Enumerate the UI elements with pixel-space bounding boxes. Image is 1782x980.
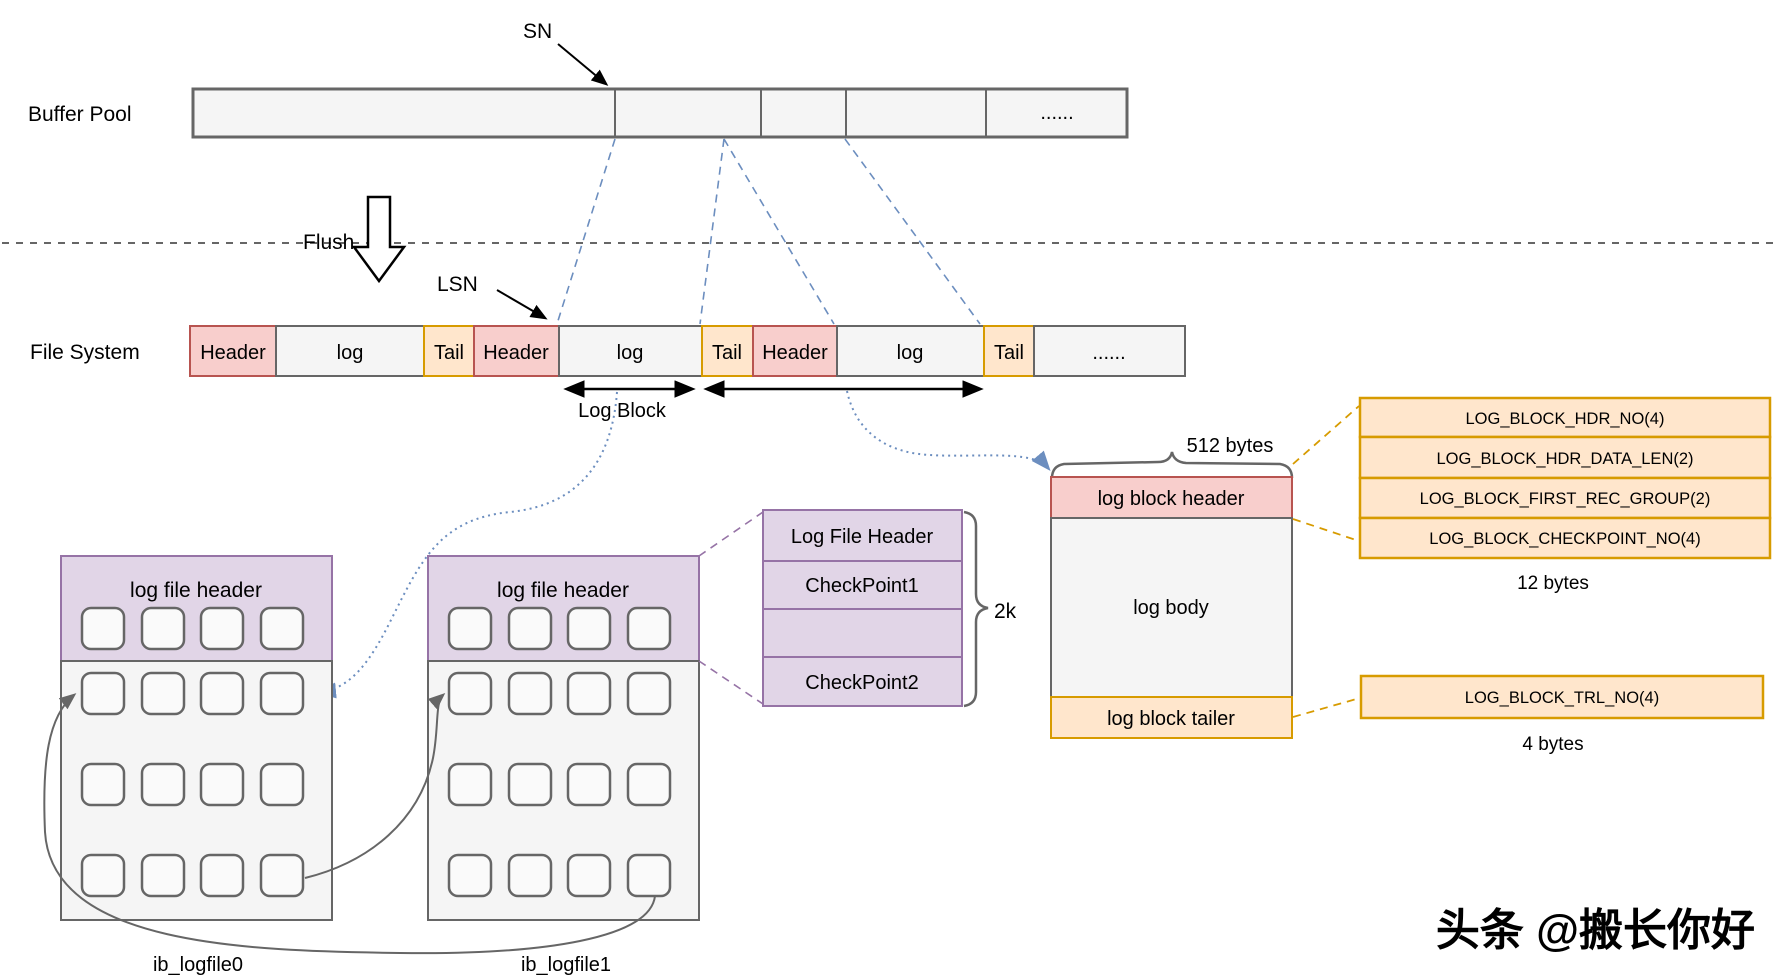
- logblock-to-blockstruct-link: [846, 390, 1051, 472]
- lsn: LSN: [437, 273, 548, 320]
- file-header-detail: Log File Header CheckPoint1 CheckPoint2 …: [762, 509, 1017, 708]
- block-header-field-rows: [1358, 396, 1772, 560]
- sn-arrow: [557, 43, 609, 86]
- fs-tail-cell: [423, 325, 475, 377]
- field-hdr-data-len: LOG_BLOCK_HDR_DATA_LEN(2): [1436, 450, 1693, 468]
- watermark-text: 头条 @搬长你好: [1436, 906, 1755, 955]
- logfile0-to-logfile1-arrow: [304, 693, 446, 879]
- fs-tail-cell: [701, 325, 754, 377]
- buffer-pool-bar: [191, 87, 1129, 139]
- log-file-1: log file header ib_logfile1: [427, 555, 700, 976]
- block-header-fields: LOG_BLOCK_HDR_NO(4) LOG_BLOCK_HDR_DATA_L…: [1358, 396, 1772, 594]
- fs-tail-text: Tail: [712, 342, 742, 364]
- fs-header-cell: [473, 325, 560, 377]
- logfile1-blocks: [447, 606, 672, 898]
- field-first-rec-grp: LOG_BLOCK_FIRST_REC_GROUP(2): [1420, 490, 1711, 508]
- fs-log-cell: [836, 325, 985, 377]
- fs-tail-cell: [983, 325, 1035, 377]
- header-fields-size: 12 bytes: [1517, 573, 1589, 594]
- field-links: [1292, 405, 1361, 718]
- logfile0-header-label: log file header: [130, 579, 262, 602]
- file-system-cells: [189, 325, 1186, 377]
- buffer-pool: Buffer Pool ...... SN: [28, 20, 1129, 139]
- fs-tail-text: Tail: [434, 342, 464, 364]
- file-system-label: File System: [30, 341, 140, 364]
- header-detail-links: [698, 511, 764, 705]
- detail-size-label: 2k: [994, 600, 1017, 623]
- block-512-brace: [1050, 451, 1294, 479]
- log-block-tailer-box: [1050, 696, 1293, 739]
- fs-log-cell: [558, 325, 703, 377]
- logfile0-name: ib_logfile0: [153, 954, 243, 976]
- buffer-pool-label: Buffer Pool: [28, 103, 132, 126]
- field-hdr-no: LOG_BLOCK_HDR_NO(4): [1466, 410, 1665, 428]
- log-file-0: log file header ib_logfile0: [60, 555, 333, 976]
- detail-row-checkpoint2: CheckPoint2: [805, 672, 918, 694]
- fs-header-text: Header: [483, 342, 549, 364]
- flush-down-arrow-icon: [351, 195, 407, 284]
- fs-ellipsis-cell: [1033, 325, 1186, 377]
- fs-header-text: Header: [762, 342, 828, 364]
- sn-label: SN: [523, 20, 552, 43]
- file-system-cell-labels: Header log Tail Header log Tail Header l…: [200, 342, 1125, 364]
- log-block-tailer-text: log block tailer: [1107, 708, 1235, 730]
- logfile0-blocks: [80, 606, 305, 898]
- fs-log-text: log: [897, 342, 924, 364]
- log-block-header-text: log block header: [1098, 488, 1245, 510]
- log-block-structure: 512 bytes log block header log body log …: [1050, 435, 1294, 739]
- fs-ellipsis-text: ......: [1092, 342, 1125, 364]
- fs-tail-text: Tail: [994, 342, 1024, 364]
- file-system: File System Header log Tail Header log T…: [30, 325, 1186, 422]
- fs-header-cell: [752, 325, 838, 377]
- log-block-header-box: [1050, 476, 1293, 519]
- file-header-detail-rows: [762, 509, 963, 707]
- field-trl-no-box: [1359, 674, 1765, 720]
- fs-log-cell: [275, 325, 425, 377]
- logfile1-name: ib_logfile1: [521, 954, 611, 976]
- lsn-label: LSN: [437, 273, 478, 296]
- buffer-pool-ellipsis: ......: [1040, 102, 1073, 124]
- logfile1-header-label: log file header: [497, 579, 629, 602]
- block-tailer-fields: LOG_BLOCK_TRL_NO(4) 4 bytes: [1359, 674, 1765, 755]
- buffer-to-file-links: [556, 138, 981, 325]
- fs-log-text: log: [337, 342, 364, 364]
- logfile1-wrap-to-logfile0-arrow: [43, 693, 656, 955]
- flush-label: Flush: [303, 231, 354, 254]
- fs-header-text: Header: [200, 342, 266, 364]
- detail-row-checkpoint1: CheckPoint1: [805, 575, 918, 597]
- detail-row-logfileheader: Log File Header: [791, 526, 934, 548]
- log-block-label: Log Block: [578, 400, 667, 422]
- flush: Flush: [303, 195, 407, 284]
- field-checkpoint-no: LOG_BLOCK_CHECKPOINT_NO(4): [1429, 530, 1700, 548]
- field-trl-no: LOG_BLOCK_TRL_NO(4): [1465, 689, 1659, 707]
- detail-2k-brace: [963, 510, 989, 708]
- lsn-arrow: [496, 289, 548, 320]
- block-size-label: 512 bytes: [1187, 435, 1274, 457]
- logblock-to-logfile-link: [316, 391, 618, 699]
- buffer-pool-dividers: [614, 89, 987, 137]
- fs-log-text: log: [617, 342, 644, 364]
- log-body-text: log body: [1133, 597, 1209, 619]
- tailer-fields-size: 4 bytes: [1522, 734, 1583, 755]
